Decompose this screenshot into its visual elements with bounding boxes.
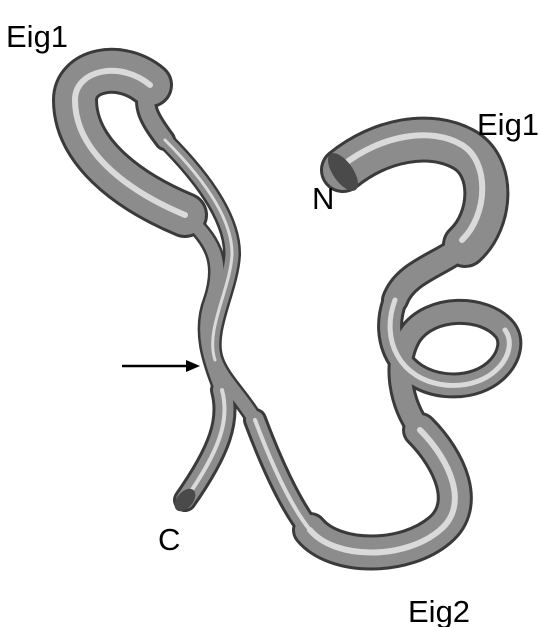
pointer-arrow	[122, 360, 200, 372]
label-c-terminus: C	[158, 522, 180, 557]
label-eig2-bottom: Eig2	[408, 594, 470, 627]
protein-backbone-tube	[75, 71, 509, 553]
label-eig1-top-left: Eig1	[6, 19, 68, 54]
label-n-terminus: N	[312, 181, 334, 216]
label-eig1-right: Eig1	[477, 107, 539, 142]
